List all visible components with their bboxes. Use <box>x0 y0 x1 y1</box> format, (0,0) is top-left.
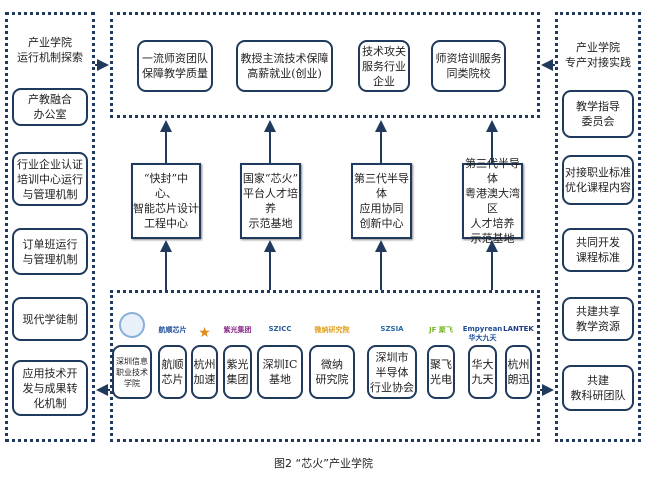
goals-panel <box>110 12 540 118</box>
partner-logo: 紫光集团 <box>223 326 252 334</box>
partner-logo: SZSIA <box>380 325 404 333</box>
platform-box: 第三代半导体 应用协同 创新中心 <box>351 163 412 239</box>
left-item: 订单班运行 与管理机制 <box>12 228 88 275</box>
figure-caption: 图2 “芯火”产业学院 <box>274 457 373 470</box>
left-item: 应用技术开 发与成果转 化机制 <box>12 360 88 416</box>
goal-box: 师资培训服务 同类院校 <box>431 40 506 92</box>
partner-logo: LANTEK <box>503 325 534 333</box>
school-seal-icon <box>119 312 145 338</box>
partner-box: 深圳市 半导体 行业协会 <box>367 345 417 399</box>
left-item: 现代学徒制 <box>12 297 88 341</box>
partner-box: 聚飞 光电 <box>427 345 455 399</box>
left-title: 产业学院 运行机制探索 <box>17 36 83 64</box>
left-item: 产教融合 办公室 <box>12 88 88 126</box>
partner-box: 杭州 加速 <box>191 345 218 399</box>
goal-box: 教授主流技术保障 高薪就业(创业) <box>236 40 333 92</box>
partners-panel <box>110 290 540 442</box>
partner-box: 华大 九天 <box>468 345 497 399</box>
right-title: 产业学院 专产对接实践 <box>565 41 631 69</box>
right-item: 教学指导 委员会 <box>562 90 634 138</box>
partner-logo: 航顺芯片 <box>158 326 187 334</box>
right-item: 对接职业标准 优化课程内容 <box>562 155 634 205</box>
left-panel <box>5 12 95 442</box>
partner-logo <box>106 312 158 338</box>
partner-box: 杭州 朗迅 <box>505 345 532 399</box>
partner-logo: JF 聚飞 <box>429 326 453 334</box>
right-item: 共建 教科研团队 <box>562 365 634 411</box>
partner-logo: Empyrean 华大九天 <box>462 325 503 342</box>
left-item: 行业企业认证 培训中心运行 与管理机制 <box>12 152 88 206</box>
partner-box: 紫光 集团 <box>223 345 252 399</box>
partner-box: 微纳 研究院 <box>309 345 355 399</box>
partner-logo: 微纳研究院 <box>314 326 350 334</box>
right-item: 共同开发 课程标准 <box>562 228 634 272</box>
partner-box: 航顺 芯片 <box>158 345 187 399</box>
partner-box: 深圳信息 职业技术 学院 <box>112 345 152 399</box>
right-item: 共建共享 教学资源 <box>562 297 634 341</box>
goal-box: 一流师资团队 保障教学质量 <box>137 40 213 92</box>
platform-box: 国家“芯火” 平台人才培养 示范基地 <box>240 163 301 239</box>
right-panel <box>555 12 641 442</box>
goal-box: 技术攻关 服务行业 企业 <box>358 40 410 92</box>
platform-box: 第三代半导体 粤港澳大湾区 人才培养 示范基地 <box>462 157 523 245</box>
star-logo-icon: ★ <box>198 325 211 341</box>
platform-box: “快封”中心、 智能芯片设计 工程中心 <box>131 163 201 239</box>
partner-box: 深圳IC 基地 <box>257 345 303 399</box>
partner-logo: SZICC <box>268 325 292 333</box>
